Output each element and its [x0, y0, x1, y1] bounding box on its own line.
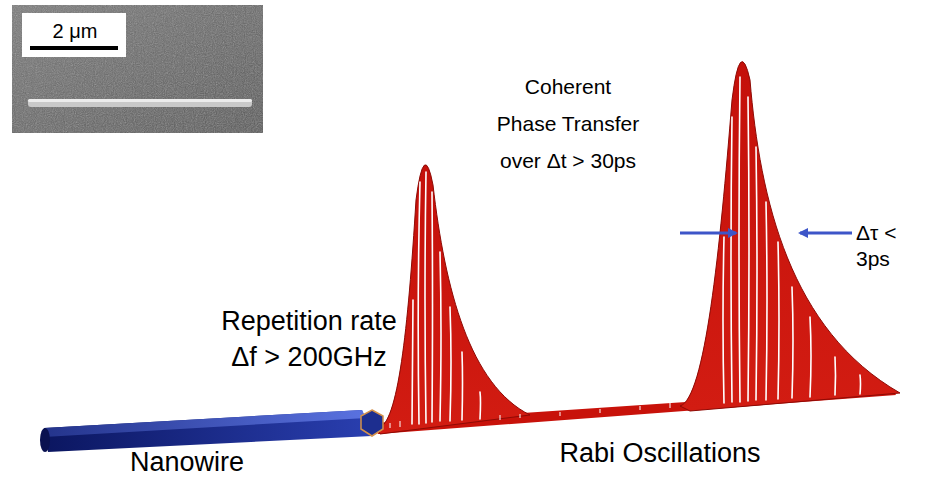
scale-bar-label: 2 μm — [32, 19, 118, 43]
sem-inset — [12, 5, 263, 133]
nanowire-prism — [40, 410, 383, 452]
repetition-note: Repetition rate Δf > 200GHz — [216, 303, 402, 375]
nanowire-label: Nanowire — [130, 447, 260, 477]
coherence-note: Coherent Phase Transfer over Δt > 30ps — [494, 68, 642, 179]
pulse-width-label: Δτ < 3ps — [856, 220, 934, 272]
rabi-label: Rabi Oscillations — [540, 437, 780, 469]
pulse-train — [374, 62, 900, 434]
width-arrows — [680, 233, 852, 234]
